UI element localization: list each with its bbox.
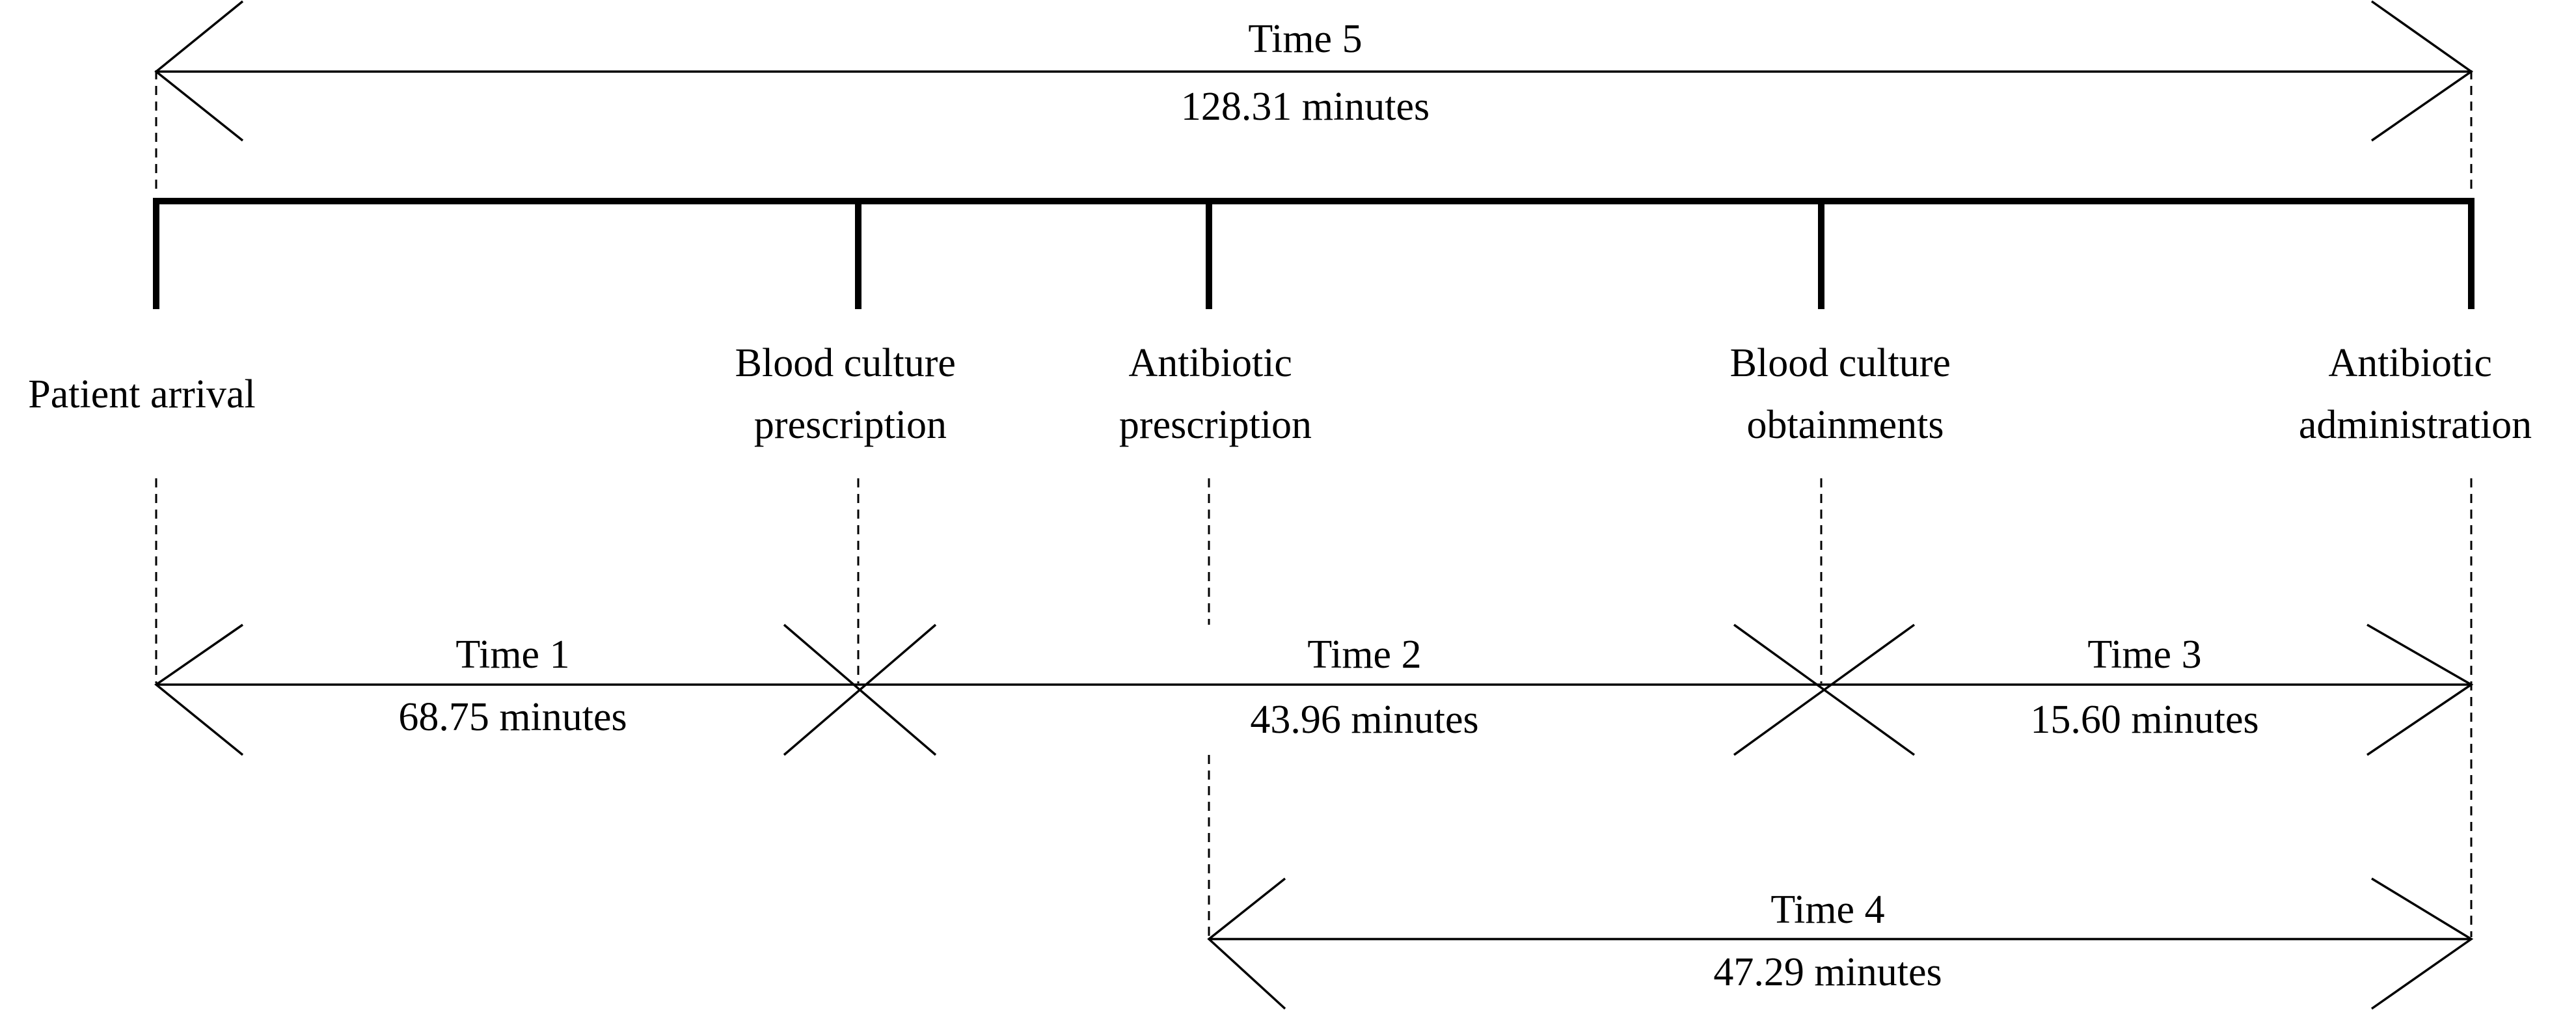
cross-marker-icon [783, 623, 937, 756]
event-label-line: obtainments [1746, 403, 1944, 447]
interval-duration-time-3: 15.60 minutes [2030, 698, 2258, 742]
event-label-line: Antibiotic [2329, 341, 2492, 385]
event-label-line: administration [2299, 403, 2532, 447]
event-label-blood-culture-prescription: Blood culture prescription [735, 341, 966, 447]
span-time-5 [154, 0, 2474, 142]
interval-duration-time-1: 68.75 minutes [398, 695, 627, 739]
event-label-line: Antibiotic [1129, 341, 1292, 385]
event-label-line: Blood culture [1730, 341, 1951, 385]
span-time-1-2-3 [154, 623, 2474, 756]
event-label-line: Blood culture [735, 341, 956, 385]
arrowhead-right-icon [2370, 877, 2474, 1010]
interval-label-time-5: Time 5 [1248, 17, 1362, 61]
arrowhead-left-icon [154, 0, 244, 142]
guide-lines [155, 70, 2473, 937]
event-label-line: prescription [1119, 403, 1312, 447]
event-label-line: prescription [754, 403, 947, 447]
arrowhead-right-icon [2370, 0, 2474, 142]
arrowhead-left-icon [1207, 877, 1286, 1010]
interval-duration-time-4: 47.29 minutes [1713, 950, 1942, 994]
arrowhead-right-icon [2366, 623, 2474, 756]
interval-label-time-3: Time 3 [2087, 633, 2201, 677]
interval-duration-time-2: 43.96 minutes [1250, 698, 1478, 742]
event-label-patient-arrival: Patient arrival [28, 372, 255, 416]
event-label-blood-culture-obtainments: Blood culture obtainments [1730, 341, 1961, 447]
interval-label-time-4: Time 4 [1770, 888, 1884, 932]
interval-label-time-1: Time 1 [455, 633, 569, 677]
interval-label-time-2: Time 2 [1307, 633, 1421, 677]
interval-duration-time-5: 128.31 minutes [1181, 85, 1430, 129]
event-label-antibiotic-prescription: Antibiotic prescription [1119, 341, 1312, 447]
cross-marker-icon [1733, 623, 1916, 756]
arrowhead-left-icon [154, 623, 244, 756]
span-time-4 [1207, 877, 2474, 1010]
event-label-antibiotic-administration: Antibiotic administration [2299, 341, 2532, 447]
